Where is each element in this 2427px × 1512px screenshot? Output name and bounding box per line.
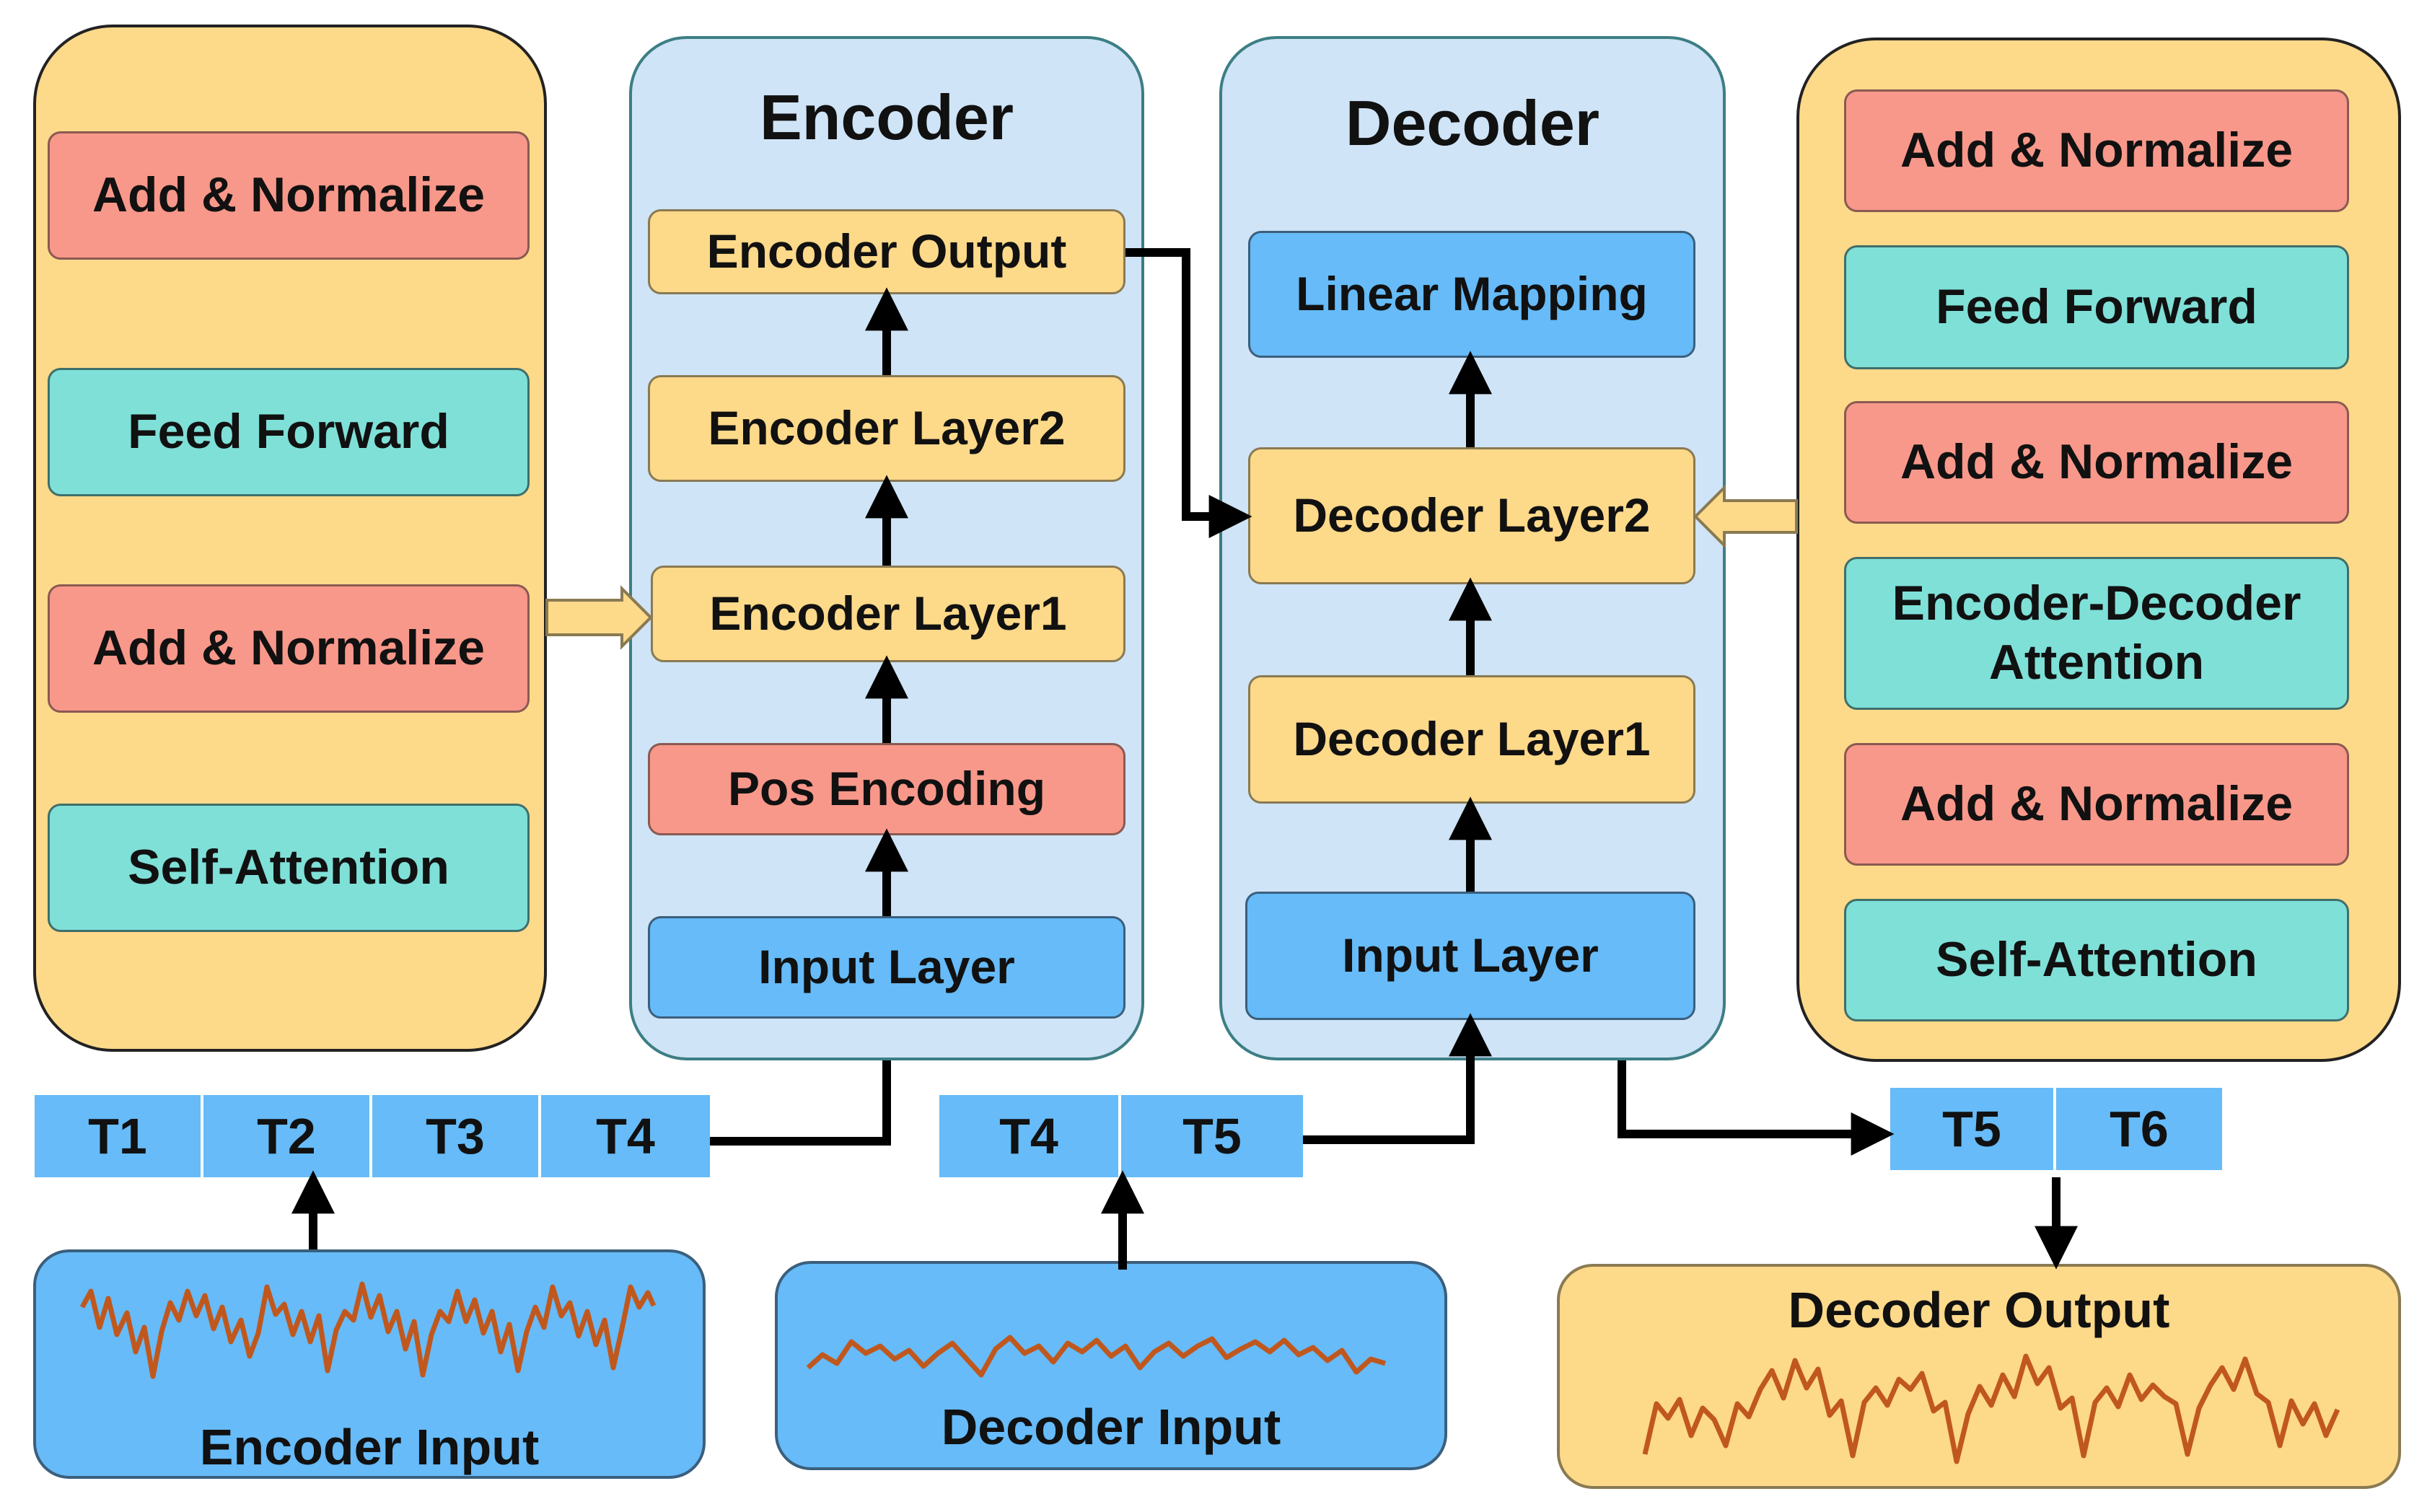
decoder-token: T4 [939, 1095, 1121, 1177]
decoder-layer1-block: Decoder Layer1 [1248, 675, 1695, 804]
encoder-add-normalize-box-2: Add & Normalize [48, 584, 530, 713]
encoder-token: T2 [203, 1095, 372, 1177]
encoder-panel [629, 36, 1144, 1060]
decoder-title: Decoder [1345, 87, 1600, 159]
decoder-self-attention-box: Self-Attention [1844, 899, 2349, 1021]
encoder-input-panel: Encoder Input [33, 1249, 706, 1479]
arrow-decoder-to-output-tokens [1618, 1060, 1895, 1156]
encoder-input-layer-block: Input Layer [648, 916, 1125, 1019]
decoder-layer2-block: Decoder Layer2 [1248, 447, 1695, 584]
encoder-token: T1 [35, 1095, 203, 1177]
encoder-output-block: Encoder Output [648, 209, 1125, 294]
encoder-title: Encoder [759, 82, 1014, 153]
encoder-self-attention-box: Self-Attention [48, 804, 530, 932]
encoder-token: T4 [541, 1095, 710, 1177]
decoder-add-normalize-box-2: Add & Normalize [1844, 401, 2349, 524]
encoder-layer2-block: Encoder Layer2 [648, 375, 1125, 482]
decoder-output-label: Decoder Output [1788, 1282, 2170, 1338]
output-token: T5 [1890, 1088, 2056, 1170]
encoder-input-label: Encoder Input [199, 1419, 540, 1475]
encoder-add-normalize-box-1: Add & Normalize [48, 131, 530, 260]
decoder-token: T5 [1121, 1095, 1303, 1177]
output-token: T6 [2056, 1088, 2222, 1170]
decoder-input-label: Decoder Input [941, 1399, 1281, 1455]
linear-mapping-block: Linear Mapping [1248, 231, 1695, 358]
decoder-feed-forward-box: Feed Forward [1844, 245, 2349, 369]
encoder-feed-forward-box: Feed Forward [48, 368, 530, 496]
pos-encoding-block: Pos Encoding [648, 743, 1125, 835]
decoder-input-panel: Decoder Input [775, 1261, 1447, 1470]
encoder-token: T3 [372, 1095, 541, 1177]
decoder-add-normalize-box-3: Add & Normalize [1844, 743, 2349, 866]
decoder-input-layer-block: Input Layer [1245, 892, 1695, 1020]
decoder-output-panel: Decoder Output [1557, 1264, 2401, 1489]
encoder-layer1-block: Encoder Layer1 [651, 566, 1125, 662]
connector-encoder-tokens [710, 1060, 891, 1146]
decoder-add-normalize-box-1: Add & Normalize [1844, 89, 2349, 212]
encoder-decoder-attention-box: Encoder-Decoder Attention [1844, 557, 2349, 710]
